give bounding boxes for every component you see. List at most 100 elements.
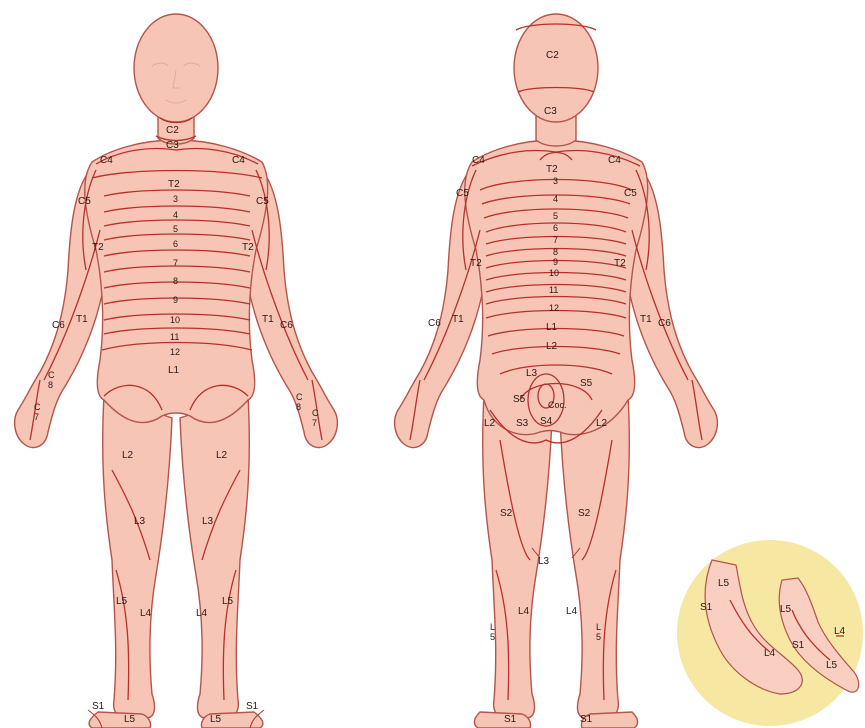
front-label-l4-left: L4 bbox=[140, 608, 152, 619]
back-label-c2: C2 bbox=[546, 50, 559, 61]
inset-label-s1-a: S1 bbox=[700, 602, 713, 613]
back-label-s5-right: S5 bbox=[580, 378, 593, 389]
back-label-11: 11 bbox=[549, 285, 558, 295]
back-label-l2: L2 bbox=[546, 341, 558, 352]
front-label-c6-left: C6 bbox=[52, 320, 65, 331]
back-label-l3-bottom: L3 bbox=[538, 556, 550, 567]
back-label-t1-right: T1 bbox=[640, 314, 652, 325]
front-label-l3-left: L3 bbox=[134, 516, 146, 527]
inset-label-l4-a: L4 bbox=[764, 648, 776, 659]
foot-inset: L5 S1 L5 S1 L4 L4 L5 bbox=[677, 540, 863, 726]
back-label-s2-right: S2 bbox=[578, 508, 591, 519]
front-label-c5-right: C5 bbox=[256, 196, 269, 207]
back-label-s4: S4 bbox=[540, 416, 553, 427]
back-label-c4-right: C4 bbox=[608, 155, 621, 166]
back-label-coc: Coc. bbox=[548, 400, 567, 410]
back-label-s1-left: S1 bbox=[504, 714, 517, 725]
back-label-l2-left: L2 bbox=[484, 418, 496, 429]
front-label-t2-left: T2 bbox=[92, 242, 104, 253]
back-label-l5-right: L bbox=[596, 622, 601, 632]
front-label-t2: T2 bbox=[168, 179, 180, 190]
front-label-c7-right: C bbox=[312, 408, 319, 418]
svg-text:7: 7 bbox=[34, 412, 39, 422]
front-label-c8-left: C bbox=[48, 370, 55, 380]
back-figure: C2 C3 C4 C4 C5 C5 T2 3 4 5 6 7 8 9 10 11… bbox=[395, 14, 718, 728]
inset-label-l5-b: L5 bbox=[780, 604, 792, 615]
front-label-c3: C3 bbox=[166, 140, 179, 151]
back-label-10: 10 bbox=[549, 268, 559, 278]
back-label-l3: L3 bbox=[526, 368, 538, 379]
back-label-9: 9 bbox=[553, 257, 558, 267]
back-label-s3: S3 bbox=[516, 418, 529, 429]
front-label-l5-right: L5 bbox=[222, 596, 234, 607]
back-label-6: 6 bbox=[553, 223, 558, 233]
front-label-t1-right: T1 bbox=[262, 314, 274, 325]
inset-label-l5-c: L5 bbox=[826, 660, 838, 671]
front-label-l5-left: L5 bbox=[116, 596, 128, 607]
front-label-l1: L1 bbox=[168, 365, 180, 376]
back-label-l5-left: L bbox=[490, 622, 495, 632]
front-label-3: 3 bbox=[173, 194, 178, 204]
front-label-12: 12 bbox=[170, 347, 180, 357]
front-label-s1-right: S1 bbox=[246, 701, 259, 712]
back-label-4: 4 bbox=[553, 194, 558, 204]
front-label-l2-left: L2 bbox=[122, 450, 134, 461]
front-label-l5-foot-left: L5 bbox=[124, 714, 136, 725]
back-label-t2-left: T2 bbox=[470, 258, 482, 269]
front-right-leg bbox=[180, 395, 249, 718]
svg-text:5: 5 bbox=[490, 632, 495, 642]
front-label-t1-left: T1 bbox=[76, 314, 88, 325]
front-label-c8-right: C bbox=[296, 392, 303, 402]
back-label-c5-right: C5 bbox=[624, 188, 637, 199]
front-head bbox=[134, 14, 218, 122]
inset-label-s1-b: S1 bbox=[792, 640, 805, 651]
front-label-8: 8 bbox=[173, 276, 178, 286]
svg-text:8: 8 bbox=[296, 402, 301, 412]
back-label-c6-right: C6 bbox=[658, 318, 671, 329]
back-label-t1-left: T1 bbox=[452, 314, 464, 325]
front-label-c4-right: C4 bbox=[232, 155, 245, 166]
svg-text:8: 8 bbox=[48, 380, 53, 390]
back-label-8: 8 bbox=[553, 247, 558, 257]
back-label-s1-right: S1 bbox=[580, 714, 593, 725]
back-label-7: 7 bbox=[553, 235, 558, 245]
front-label-c4-left: C4 bbox=[100, 155, 113, 166]
back-label-l4-left: L4 bbox=[518, 606, 530, 617]
front-label-4: 4 bbox=[173, 210, 178, 220]
back-label-c6-left: C6 bbox=[428, 318, 441, 329]
svg-text:5: 5 bbox=[596, 632, 601, 642]
front-label-11: 11 bbox=[170, 332, 179, 342]
back-label-s2-left: S2 bbox=[500, 508, 513, 519]
back-left-foot bbox=[474, 712, 530, 728]
back-label-t2-right: T2 bbox=[614, 258, 626, 269]
front-label-c7-left: C bbox=[34, 402, 41, 412]
back-label-12: 12 bbox=[549, 303, 559, 313]
front-label-5: 5 bbox=[173, 224, 178, 234]
front-label-c6-right: C6 bbox=[280, 320, 293, 331]
back-label-5: 5 bbox=[553, 211, 558, 221]
front-label-c2: C2 bbox=[166, 125, 179, 136]
front-label-l4-right: L4 bbox=[196, 608, 208, 619]
front-label-l3-right: L3 bbox=[202, 516, 214, 527]
back-label-l1: L1 bbox=[546, 322, 558, 333]
front-label-l2-right: L2 bbox=[216, 450, 228, 461]
inset-label-l5-a: L5 bbox=[718, 578, 730, 589]
front-label-c5-left: C5 bbox=[78, 196, 91, 207]
back-label-l2-right: L2 bbox=[596, 418, 608, 429]
back-label-c3: C3 bbox=[544, 106, 557, 117]
front-label-l5-foot-right: L5 bbox=[210, 714, 222, 725]
front-label-7: 7 bbox=[173, 258, 178, 268]
svg-text:7: 7 bbox=[312, 418, 317, 428]
front-label-9: 9 bbox=[173, 295, 178, 305]
front-label-t2-right: T2 bbox=[242, 242, 254, 253]
back-right-leg bbox=[560, 395, 629, 718]
front-left-leg bbox=[103, 395, 172, 718]
back-label-3: 3 bbox=[553, 176, 558, 186]
back-label-t2: T2 bbox=[546, 164, 558, 175]
back-label-c5-left: C5 bbox=[456, 188, 469, 199]
front-label-s1-left: S1 bbox=[92, 701, 105, 712]
inset-label-l4-b: L4 bbox=[834, 626, 846, 637]
front-label-6: 6 bbox=[173, 239, 178, 249]
back-label-s5-center: S5 bbox=[513, 394, 526, 405]
